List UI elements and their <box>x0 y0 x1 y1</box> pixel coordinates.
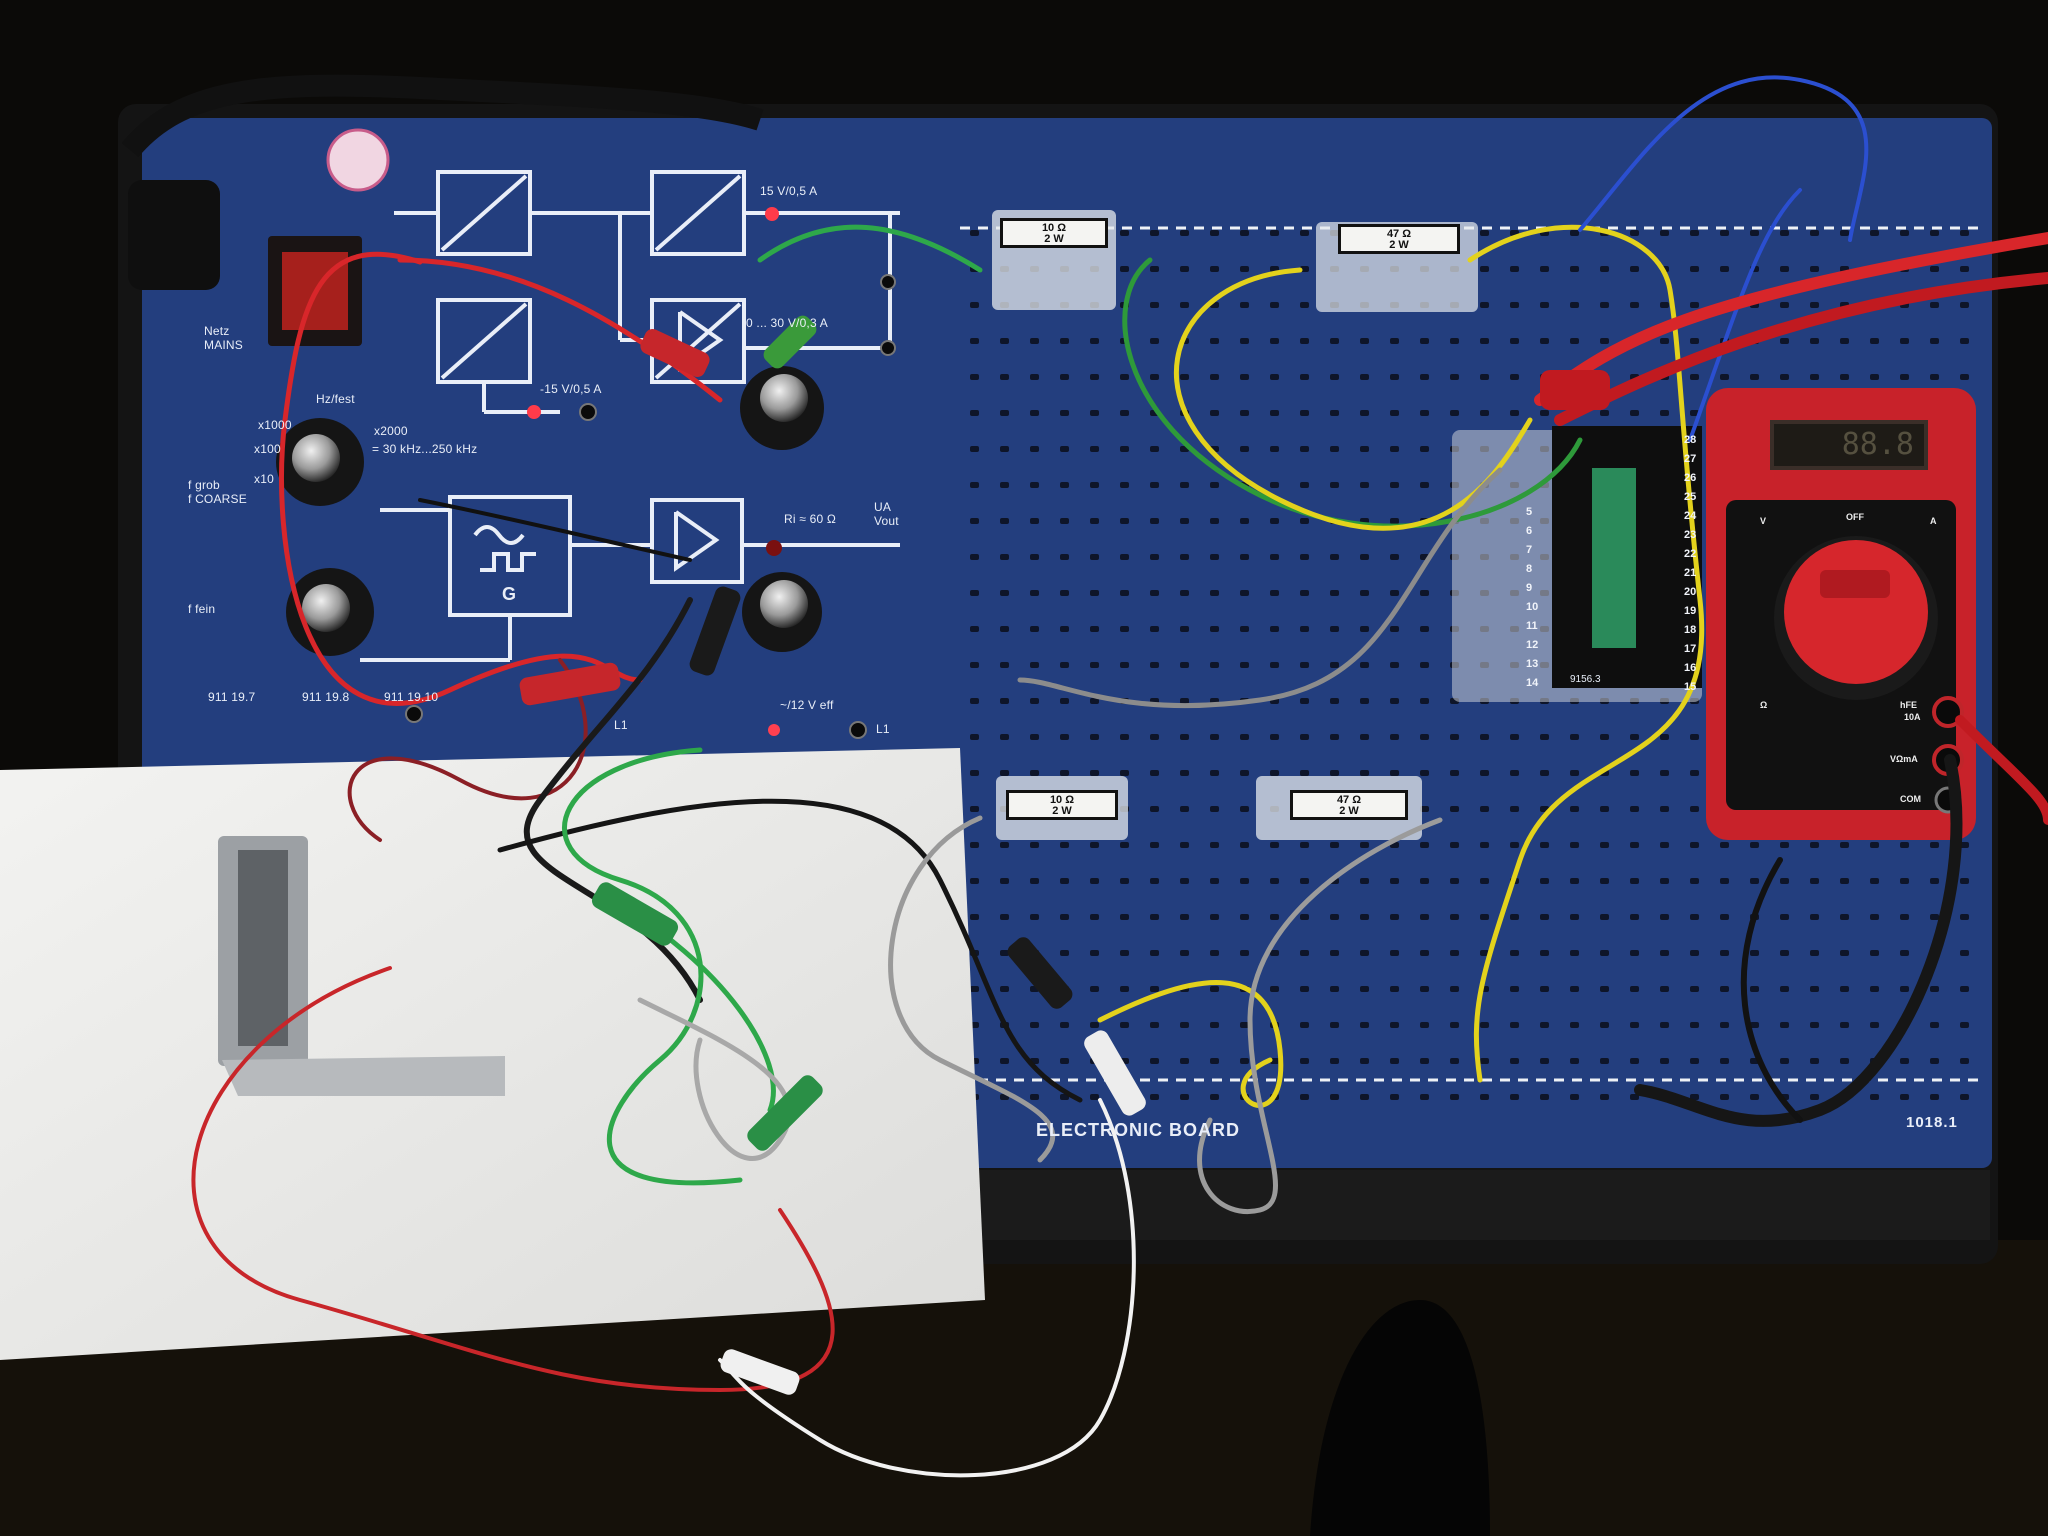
chip-pin-label: 7 <box>1526 544 1533 556</box>
resistor-power: 2 W <box>1389 239 1409 251</box>
chip-pin-label: 24 <box>1684 510 1697 522</box>
chip-pin-label: 14 <box>1526 677 1539 689</box>
bottom-label-4: L1 <box>614 718 628 732</box>
led-output <box>766 540 782 556</box>
fine-label: f fein <box>188 602 216 616</box>
resistor-10ohm-bottom: 10 Ω 2 W <box>1006 790 1118 820</box>
resistor-value: 10 Ω <box>1049 794 1075 806</box>
led-neg15v <box>527 405 541 419</box>
multimeter[interactable] <box>1706 388 1976 840</box>
ac-label: ~/12 V eff <box>780 698 834 712</box>
board-number: 1018.1 <box>1906 1114 1958 1131</box>
fuse-sticker <box>326 128 390 192</box>
chip-pin-label: 19 <box>1684 605 1697 617</box>
chip-pin-label: 23 <box>1684 529 1697 541</box>
resistor-47ohm-bottom: 47 Ω 2 W <box>1290 790 1408 820</box>
chip-pin-label: 5 <box>1526 506 1533 518</box>
mains-plug <box>128 180 220 290</box>
shoe <box>1310 1300 1490 1536</box>
led-ac <box>768 724 780 736</box>
mains-cable <box>121 74 764 158</box>
psu-pos-label: 15 V/0,5 A <box>760 184 818 198</box>
led-15v <box>765 207 779 221</box>
chip-pin-label: 10 <box>1526 601 1539 613</box>
chip-pin-label: 11 <box>1526 620 1538 632</box>
chip-pin-label: 27 <box>1684 453 1697 465</box>
chip-pin-label: 28 <box>1684 434 1697 446</box>
chip-pin-label: 21 <box>1684 567 1697 579</box>
meter-range-off: OFF <box>1846 512 1864 522</box>
chip-pin-label: 12 <box>1526 639 1539 651</box>
board-title: ELECTRONIC BOARD <box>1036 1120 1240 1140</box>
range-hzfest: Hz/fest <box>316 392 355 406</box>
chip-pin-label: 9 <box>1526 582 1533 594</box>
chip-pin-label: 6 <box>1526 525 1533 537</box>
chip-model: 9156.3 <box>1570 674 1601 685</box>
out-imp-label: Ri ≈ 60 Ω <box>784 512 837 526</box>
range-x2000: x2000 <box>374 424 408 438</box>
bottom-rail <box>970 1170 1990 1240</box>
chip-pin-label: 16 <box>1684 662 1697 674</box>
resistor-47ohm-top: 47 Ω 2 W <box>1338 224 1460 254</box>
range-x10: x10 <box>254 472 274 486</box>
l1-label: L1 <box>876 722 890 736</box>
knob-voltage[interactable] <box>740 366 824 450</box>
chip-pin-label: 8 <box>1526 563 1533 575</box>
resistor-power: 2 W <box>1052 805 1072 817</box>
chip-pin-label: 13 <box>1526 658 1539 670</box>
psu-var-label: 0 ... 30 V/0,3 A <box>746 316 828 330</box>
meter-range-ohm: Ω <box>1760 700 1768 710</box>
chip-pcb <box>1592 468 1636 648</box>
bottom-label-1: 911 19.7 <box>208 690 256 704</box>
bottom-label-3: 911 19.10 <box>384 690 439 704</box>
range-x1000: x1000 <box>258 418 292 432</box>
multimeter-display: 88.8 <box>1770 420 1928 470</box>
resistor-value: 47 Ω <box>1386 228 1412 240</box>
sockets[interactable] <box>405 274 896 739</box>
resistor-power: 2 W <box>1339 805 1359 817</box>
chip-pin-label: 26 <box>1684 472 1697 484</box>
psu-neg-label: -15 V/0,5 A <box>540 382 602 396</box>
resistor-value: 10 Ω <box>1041 222 1067 234</box>
chip-pin-label: 18 <box>1684 624 1697 636</box>
resistor-10ohm-top: 10 Ω 2 W <box>1000 218 1108 248</box>
range-x100: x100 <box>254 442 281 456</box>
aluminium-bracket <box>218 836 505 1096</box>
meter-range-hfe: hFE <box>1900 700 1917 710</box>
meter-terminal-com: COM <box>1900 794 1921 804</box>
knob-freq-range[interactable] <box>276 418 364 506</box>
crocodile-clips <box>519 315 1610 1395</box>
resistor-value: 47 Ω <box>1336 794 1362 806</box>
meter-terminal-10a: 10A <box>1904 712 1921 722</box>
chip-pin-label: 25 <box>1684 491 1697 503</box>
chip-pin-label: 22 <box>1684 548 1697 560</box>
bottom-label-2: 911 19.8 <box>302 690 350 704</box>
chip-pin-label: 20 <box>1684 586 1697 598</box>
meter-range-v: V <box>1760 516 1767 526</box>
resistor-power: 2 W <box>1044 233 1064 245</box>
meter-terminal-vohm: VΩmA <box>1890 754 1918 764</box>
freq-range-note: = 30 kHz...250 kHz <box>372 442 478 456</box>
meter-range-a: A <box>1930 516 1937 526</box>
chip-pin-label: 15 <box>1684 681 1697 693</box>
knob-amplitude[interactable] <box>742 572 822 652</box>
paper-sheet <box>0 748 985 1360</box>
generator-label: G <box>502 584 518 604</box>
chip-pin-label: 17 <box>1684 643 1697 655</box>
